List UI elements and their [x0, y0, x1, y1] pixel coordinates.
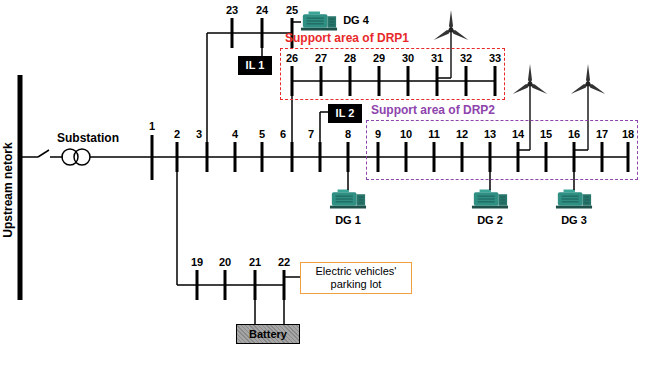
bus-number: 18: [622, 128, 634, 141]
bus-number: 8: [345, 128, 351, 141]
wire: [152, 156, 628, 158]
bus-number: 17: [596, 128, 608, 141]
generator-label: DG 3: [561, 214, 587, 227]
wire: [573, 172, 575, 190]
bus-number: 28: [344, 52, 356, 65]
generator-dg3: [556, 190, 592, 209]
bus-number: 15: [540, 128, 552, 141]
node-text: Electric vehicles' parking lot: [305, 265, 407, 291]
bus-number: 6: [280, 128, 286, 141]
generator-dg4: [301, 12, 337, 31]
bus-number: 27: [315, 52, 327, 65]
bus-number: 10: [400, 128, 412, 141]
bus-number: 26: [286, 52, 298, 65]
upstream-bar: [18, 75, 23, 300]
bus-number: 12: [456, 128, 468, 141]
substation-symbol: [22, 149, 152, 165]
bus-number: 22: [278, 256, 290, 269]
wire: [284, 276, 300, 278]
interruptible-load: IL 1: [238, 56, 272, 75]
generator-label: DG 1: [335, 214, 361, 227]
wire: [292, 21, 301, 23]
node-text: IL 1: [246, 59, 265, 72]
wire: [489, 172, 491, 190]
bus-number: 11: [428, 128, 440, 141]
generator-dg1: [330, 190, 366, 209]
wire: [320, 111, 328, 113]
wire: [176, 172, 178, 285]
bus-number: 24: [256, 4, 268, 17]
wire: [206, 33, 208, 142]
wire: [261, 48, 263, 56]
node-text: IL 2: [336, 107, 355, 120]
bus-number: 20: [219, 256, 231, 269]
bus-number: 2: [174, 128, 180, 141]
bus-number: 14: [512, 128, 524, 141]
bus-number: 1: [149, 120, 155, 133]
bus-number: 21: [249, 256, 261, 269]
substation-label: Substation: [57, 131, 119, 145]
wire: [518, 149, 530, 151]
node-text: Battery: [249, 328, 287, 341]
node-text: Support area of DRP2: [371, 103, 495, 117]
bus-number: 5: [259, 128, 265, 141]
bus-number: 19: [191, 256, 203, 269]
node-text: Support area of DRP1: [285, 31, 409, 45]
interruptible-load: IL 2: [328, 104, 362, 123]
wire: [283, 300, 285, 324]
bus-number: 3: [196, 128, 202, 141]
bus-number: 33: [489, 52, 501, 65]
upstream-label: Upstream netork: [1, 142, 15, 237]
bus-number: 29: [373, 52, 385, 65]
bus-number: 23: [226, 4, 238, 17]
bus-number: 25: [286, 4, 298, 17]
generator-dg2: [472, 190, 508, 209]
bus-number: 4: [232, 128, 238, 141]
wire: [292, 80, 495, 82]
wire: [347, 172, 349, 190]
battery-box: Battery: [236, 324, 300, 344]
parking-lot-box: Electric vehicles' parking lot: [300, 262, 412, 294]
generator-label: DG 4: [343, 14, 369, 27]
wire: [319, 112, 321, 142]
bus-number: 30: [402, 52, 414, 65]
bus-number: 13: [484, 128, 496, 141]
bus-number: 9: [375, 128, 381, 141]
wire: [207, 32, 292, 34]
wire: [574, 149, 588, 151]
bus-number: 31: [431, 52, 443, 65]
bus-number: 7: [308, 128, 314, 141]
wire: [437, 77, 451, 79]
wire: [291, 96, 293, 142]
wire: [177, 284, 284, 286]
generator-label: DG 2: [477, 214, 503, 227]
wire: [254, 300, 256, 324]
bus-number: 16: [568, 128, 580, 141]
bus-number: 32: [460, 52, 472, 65]
